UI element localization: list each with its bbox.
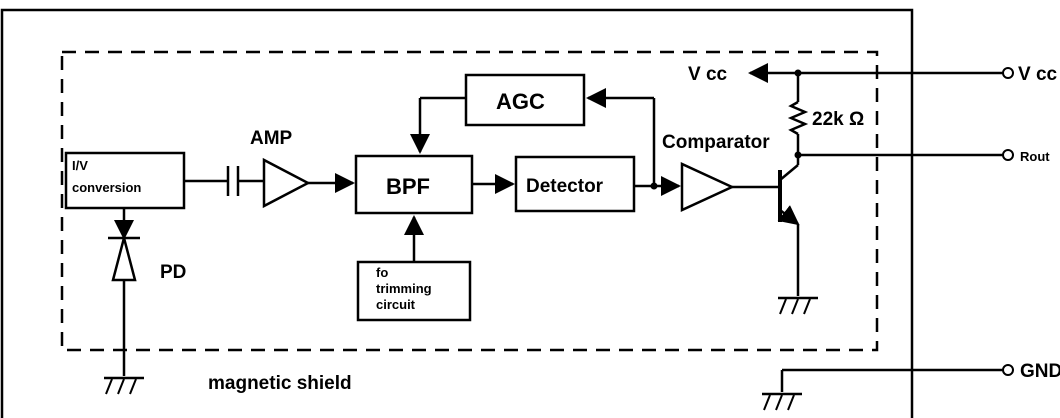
bpf-label: BPF (386, 174, 430, 199)
rout-label: Rout (1020, 149, 1050, 164)
fo-trimming-block (356, 260, 472, 322)
agc-label: AGC (496, 89, 545, 114)
vcc-internal-label: V cc (688, 64, 728, 85)
amp-label: AMP (250, 128, 293, 149)
detector-block (514, 155, 636, 213)
pd-label: PD (160, 262, 186, 283)
bpf-block (354, 154, 474, 215)
resistor-label: 22k Ω (812, 109, 864, 130)
magnetic-shield-label: magnetic shield (208, 373, 352, 394)
gnd-label: GND (1020, 361, 1060, 382)
fo-label-line2: trimming (376, 281, 432, 296)
comparator-label: Comparator (662, 132, 770, 153)
vcc-terminal (1002, 67, 1014, 79)
shield-outline (0, 8, 914, 418)
transistor-emitter (777, 205, 800, 226)
detector-label: Detector (526, 176, 604, 197)
amp-triangle (262, 157, 311, 209)
ground-symbol-transistor (778, 296, 818, 315)
ground-symbol-gnd (762, 392, 802, 411)
gnd-terminal (1002, 364, 1014, 376)
iv-label-line2: conversion (72, 180, 141, 195)
vcc-label: V cc (1018, 64, 1058, 85)
fo-label-line1: fo (376, 265, 388, 280)
iv-label-line1: I/V (72, 158, 88, 173)
ground-symbol-pd (104, 376, 144, 395)
resistor-zigzag (787, 100, 809, 136)
module-dashed-outline (60, 50, 879, 352)
agc-block (464, 73, 586, 127)
pd-diode-triangle (111, 233, 137, 282)
fo-label-line3: circuit (376, 297, 416, 312)
comparator-triangle (680, 162, 735, 212)
transistor-collector (779, 164, 799, 181)
rout-terminal (1002, 149, 1014, 161)
